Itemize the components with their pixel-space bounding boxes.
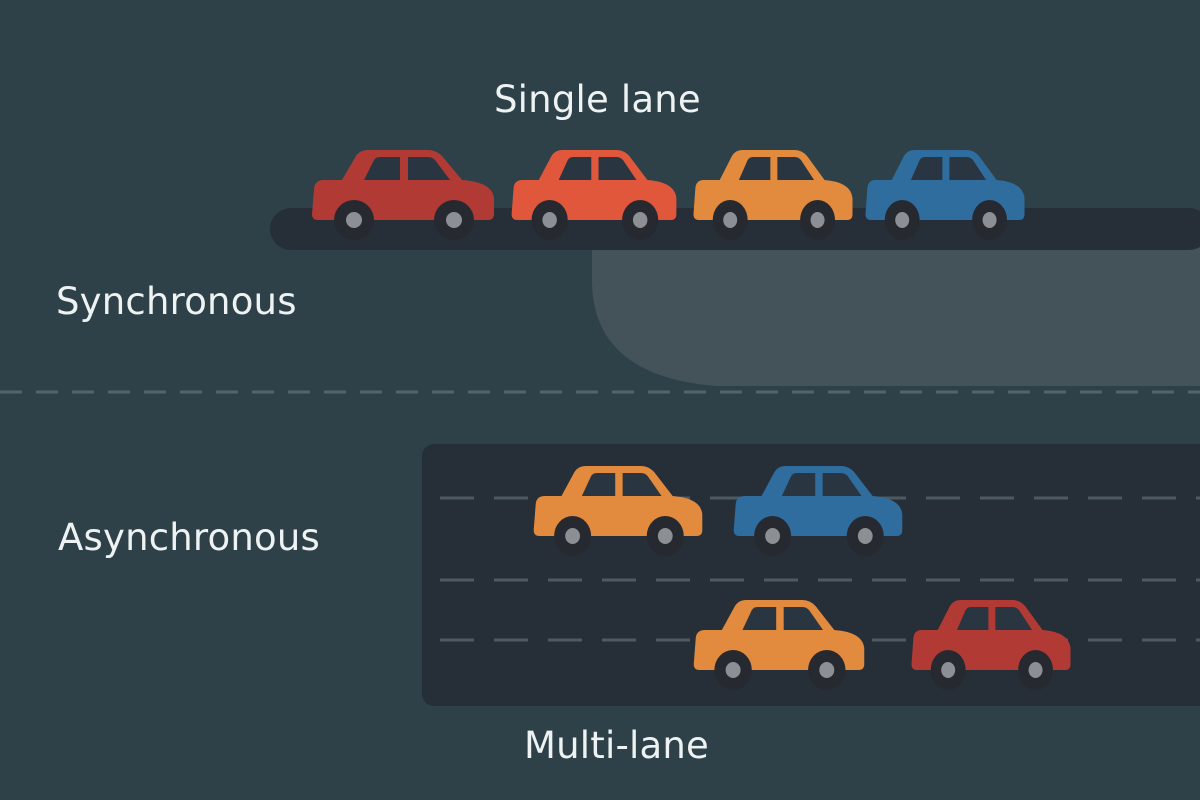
single-lane-car-3: [693, 150, 853, 240]
car-hub-rear: [632, 212, 648, 228]
car-window-rear: [995, 607, 1033, 630]
lane-1-car-2: [733, 466, 903, 556]
car-hub-rear: [810, 212, 825, 228]
car-hub-front: [941, 662, 956, 678]
car-hub-rear: [857, 528, 873, 544]
multi-lane-title: Multi-lane: [524, 724, 709, 767]
car-window-rear: [783, 607, 824, 630]
car-window-front: [742, 607, 777, 630]
car-window-rear: [598, 157, 637, 180]
car-hub-front: [346, 212, 362, 228]
car-hub-front: [723, 212, 738, 228]
car-window-front: [781, 473, 816, 496]
single-lane-car-1: [312, 150, 494, 240]
car-window-front: [558, 157, 592, 180]
car-window-front: [738, 157, 771, 180]
car-window-rear: [822, 473, 862, 496]
car-window-rear: [622, 473, 662, 496]
shaded-region: [592, 246, 1200, 386]
car-window-front: [956, 607, 989, 630]
single-lane-car-4: [865, 150, 1025, 240]
car-hub-rear: [1028, 662, 1043, 678]
car-hub-front: [895, 212, 910, 228]
car-hub-rear: [657, 528, 673, 544]
car-window-front: [910, 157, 943, 180]
car-hub-rear: [446, 212, 462, 228]
car-window-rear: [949, 157, 987, 180]
single-lane-car-2: [511, 150, 677, 240]
car-window-rear: [777, 157, 815, 180]
car-window-front: [581, 473, 616, 496]
car-window-front: [364, 157, 400, 180]
car-hub-rear: [982, 212, 997, 228]
car-hub-rear: [819, 662, 835, 678]
car-hub-front: [725, 662, 741, 678]
lane-2-car-1: [693, 600, 865, 690]
car-window-rear: [408, 157, 450, 180]
car-hub-front: [765, 528, 781, 544]
asynchronous-label: Asynchronous: [58, 516, 320, 559]
car-hub-front: [542, 212, 557, 228]
lane-1-car-1: [533, 466, 703, 556]
car-hub-front: [565, 528, 581, 544]
lane-2-car-2: [911, 600, 1071, 690]
single-lane-title: Single lane: [494, 78, 701, 121]
synchronous-label: Synchronous: [56, 280, 297, 323]
